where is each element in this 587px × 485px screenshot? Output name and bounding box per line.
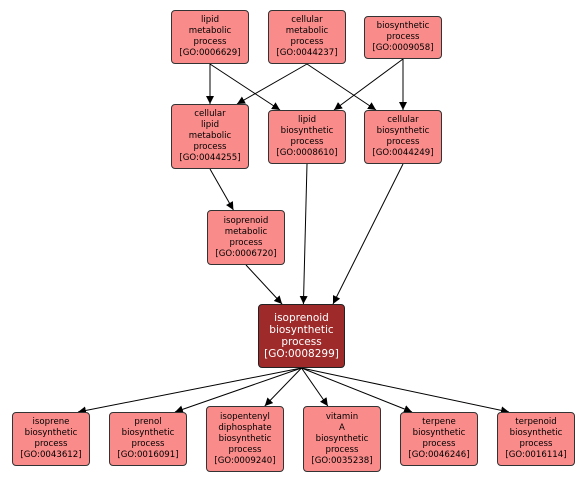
node-label-line: process xyxy=(422,439,456,449)
edge-n0008299-to-n0046246 xyxy=(301,367,413,413)
node-lipid-biosynthetic-process[interactable]: lipid biosynthetic process [GO:0008610] xyxy=(268,110,346,164)
node-label-line: metabolic xyxy=(285,26,329,36)
node-label-line: biosynthetic xyxy=(412,428,466,438)
edge-n0009058-to-n0008610 xyxy=(333,58,404,111)
node-label-line: biosynthetic xyxy=(269,324,334,336)
node-label-line: lipid xyxy=(200,120,220,130)
edge-n0006629-to-n0008610 xyxy=(209,63,281,111)
node-label-line: terpene xyxy=(422,417,456,427)
edge-n0044249-to-n0008299 xyxy=(332,163,404,305)
node-lipid-metabolic-process[interactable]: lipid metabolic process [GO:0006629] xyxy=(171,10,249,64)
node-go-id: [GO:0006720] xyxy=(215,248,277,259)
node-go-id: [GO:0009058] xyxy=(372,43,434,53)
edge-n0008299-to-n0035238 xyxy=(301,367,329,407)
node-label-line: cellular xyxy=(387,115,419,125)
edge-n0008299-to-n0009240 xyxy=(264,367,302,407)
node-label-line: biosynthetic xyxy=(376,21,430,31)
edge-n0008299-to-n0016114 xyxy=(301,367,510,415)
node-label-line: isoprenoid xyxy=(223,215,269,226)
node-vitamin-a-biosynthetic-process[interactable]: vitamin A biosynthetic process [GO:00352… xyxy=(303,406,381,472)
node-isoprene-biosynthetic-process[interactable]: isoprene biosynthetic process [GO:004361… xyxy=(12,412,90,466)
node-label-line: process xyxy=(229,237,263,248)
node-go-id: [GO:0043612] xyxy=(20,450,82,460)
node-label-line: process xyxy=(193,142,227,152)
node-isoprenoid-biosynthetic-process[interactable]: isoprenoid biosynthetic process [GO:0008… xyxy=(258,304,345,368)
node-label-line: isopentenyl xyxy=(220,411,270,422)
node-isoprenoid-metabolic-process[interactable]: isoprenoid metabolic process [GO:0006720… xyxy=(207,210,285,265)
node-label-line: biosynthetic xyxy=(218,433,272,444)
node-label-line: biosynthetic xyxy=(376,126,430,136)
edge-n0008299-to-n0016091 xyxy=(174,367,302,414)
node-label-line: biosynthetic xyxy=(121,428,175,438)
node-label-line: biosynthetic xyxy=(24,428,78,438)
node-label-line: process xyxy=(519,439,553,449)
node-label-line: biosynthetic xyxy=(280,126,334,136)
node-label-line: metabolic xyxy=(224,226,268,237)
node-isopentenyl-diphosphate-biosynthetic-process[interactable]: isopentenyl diphosphate biosynthetic pro… xyxy=(206,406,284,472)
node-terpene-biosynthetic-process[interactable]: terpene biosynthetic process [GO:0046246… xyxy=(400,412,478,466)
node-go-id: [GO:0008299] xyxy=(264,348,339,360)
node-label-line: lipid xyxy=(297,115,317,125)
node-cellular-lipid-metabolic-process[interactable]: cellular lipid metabolic process [GO:004… xyxy=(171,104,249,169)
node-label-line: process xyxy=(228,444,262,455)
node-go-id: [GO:0016114] xyxy=(505,450,567,460)
node-go-id: [GO:0009240] xyxy=(214,455,276,466)
node-biosynthetic-process[interactable]: biosynthetic process [GO:0009058] xyxy=(364,16,442,59)
edge-n0044237-to-n0044249 xyxy=(306,63,377,111)
node-cellular-metabolic-process[interactable]: cellular metabolic process [GO:0044237] xyxy=(268,10,346,64)
edge-n0008299-to-n0043612 xyxy=(77,367,302,415)
node-label-line: process xyxy=(386,32,420,42)
node-label-line: process xyxy=(290,137,324,147)
node-cellular-biosynthetic-process[interactable]: cellular biosynthetic process [GO:004424… xyxy=(364,110,442,164)
node-label-line: cellular xyxy=(291,15,323,25)
node-go-id: [GO:0044255] xyxy=(179,153,241,163)
node-label-line: lipid xyxy=(200,15,220,25)
node-label-line: isoprenoid xyxy=(274,312,329,324)
node-go-id: [GO:0046246] xyxy=(408,450,470,460)
node-label-line: biosynthetic xyxy=(315,433,369,444)
node-label-line: diphosphate xyxy=(218,422,272,433)
edge-n0006720-to-n0008299 xyxy=(245,264,283,305)
node-label-line: metabolic xyxy=(188,26,232,36)
node-label-line: prenol xyxy=(134,417,162,427)
edge-n0008610-to-n0008299 xyxy=(299,163,308,305)
node-go-id: [GO:0044249] xyxy=(372,148,434,158)
node-label-line: process xyxy=(193,37,227,47)
node-label-line: process xyxy=(290,37,324,47)
node-label-line: process xyxy=(281,336,322,348)
node-go-id: [GO:0044237] xyxy=(276,48,338,58)
node-label-line: vitamin xyxy=(325,411,359,422)
node-label-line: biosynthetic xyxy=(509,428,563,438)
node-label-line: process xyxy=(325,444,359,455)
edge-n0044255-to-n0006720 xyxy=(209,168,234,211)
node-label-line: metabolic xyxy=(188,131,232,141)
node-go-id: [GO:0006629] xyxy=(179,48,241,58)
node-label-line: cellular xyxy=(194,109,226,119)
node-go-id: [GO:0016091] xyxy=(117,450,179,460)
edge-n0044237-to-n0044255 xyxy=(236,63,308,105)
node-label-line: process xyxy=(131,439,165,449)
node-label-line: terpenoid xyxy=(515,417,557,427)
node-label-line: process xyxy=(386,137,420,147)
node-label-line: isoprene xyxy=(32,417,70,427)
node-go-id: [GO:0008610] xyxy=(276,148,338,158)
node-terpenoid-biosynthetic-process[interactable]: terpenoid biosynthetic process [GO:00161… xyxy=(497,412,575,466)
node-label-line: process xyxy=(34,439,68,449)
node-prenol-biosynthetic-process[interactable]: prenol biosynthetic process [GO:0016091] xyxy=(109,412,187,466)
node-go-id: [GO:0035238] xyxy=(311,455,373,466)
node-label-line: A xyxy=(339,422,345,433)
